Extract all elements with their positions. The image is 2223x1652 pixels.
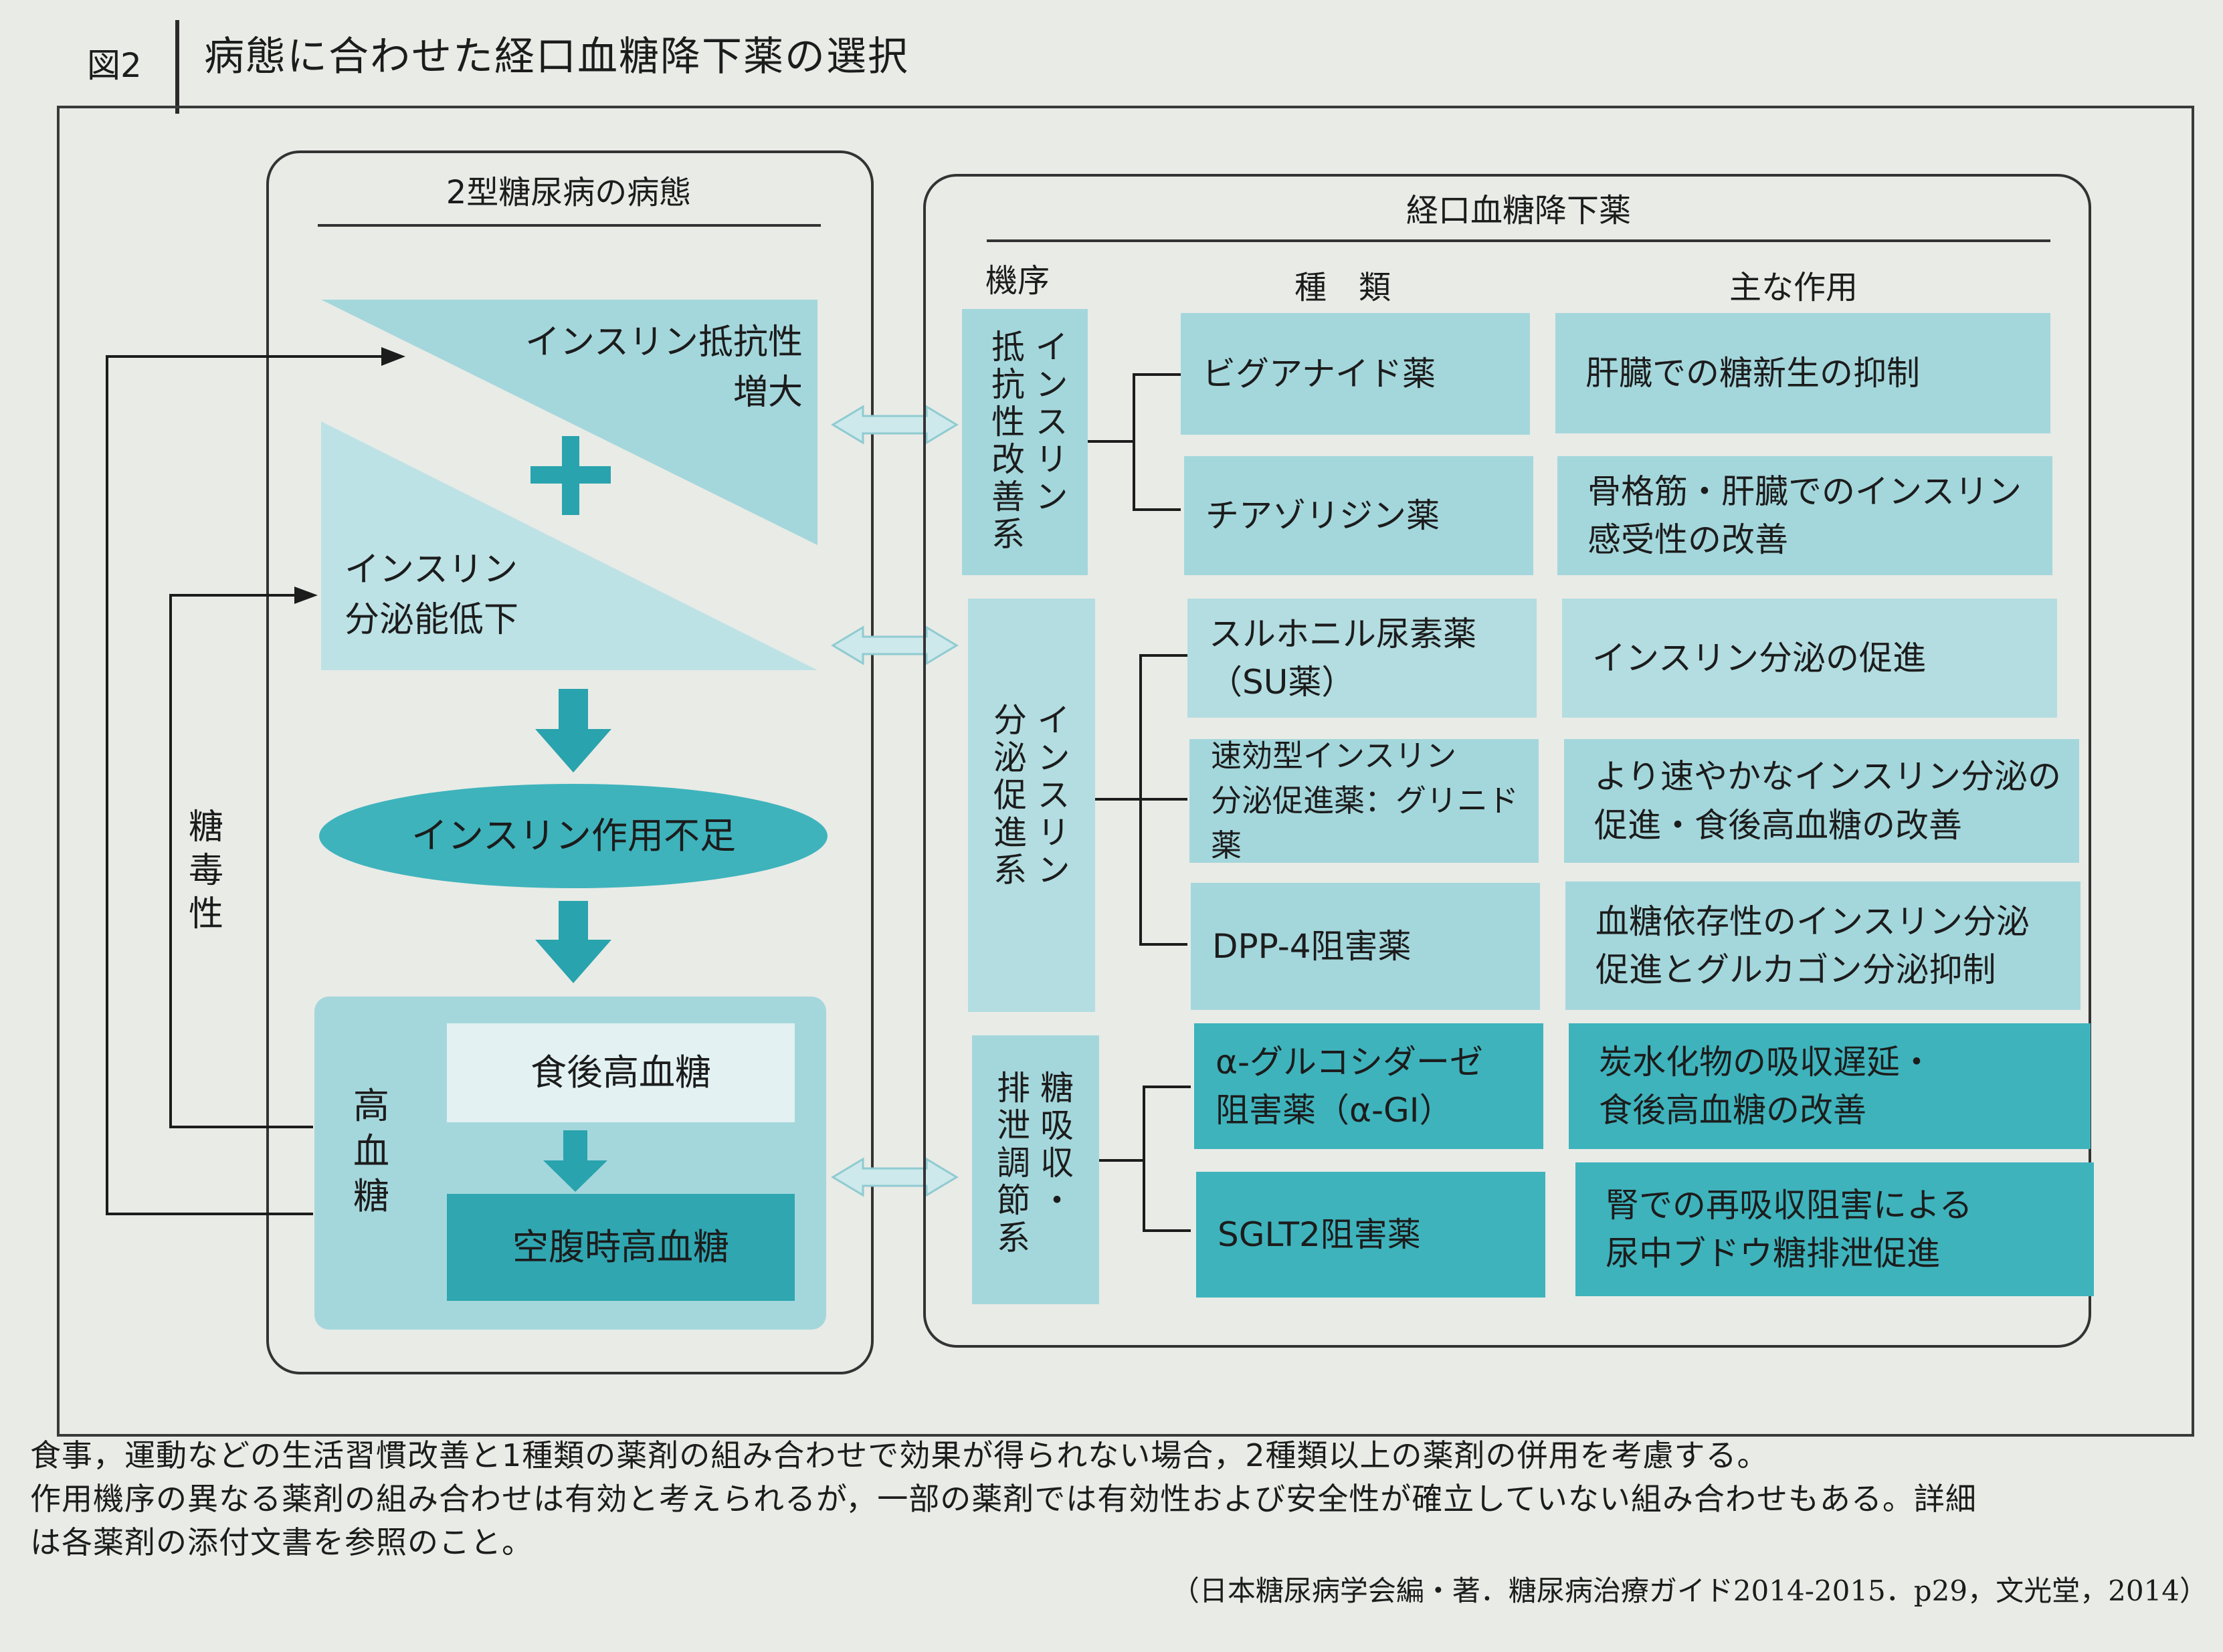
glucotoxicity-arrows <box>106 355 389 1215</box>
down-arrow-icon <box>535 901 611 983</box>
insulin-insufficiency-ellipse <box>319 784 828 888</box>
secretion-triangle <box>321 421 817 670</box>
action-sulfonylurea: インスリン分泌の促進 <box>1562 599 2057 718</box>
double-arrow-icon <box>831 1157 959 1197</box>
double-arrow-icon <box>831 625 959 665</box>
postprandial-hyperglycemia-box: 食後高血糖 <box>447 1023 795 1122</box>
drug-sglt2: SGLT2阻害薬 <box>1196 1172 1545 1298</box>
drug-biguanide: ビグアナイド薬 <box>1181 313 1530 435</box>
drug-sulfonylurea: スルホニル尿素薬 （SU薬） <box>1187 599 1537 718</box>
pathology-panel <box>266 150 874 1374</box>
fasting-hyperglycemia-box: 空腹時高血糖 <box>447 1194 795 1301</box>
action-biguanide: 肝臓での糖新生の抑制 <box>1555 313 2050 433</box>
action-dpp4: 血糖依存性のインスリン分泌 促進とグルカゴン分泌抑制 <box>1565 882 2081 1010</box>
drug-dpp4: DPP-4阻害薬 <box>1191 883 1540 1010</box>
insulin-insufficiency-label: インスリン作用不足 <box>411 814 736 857</box>
arrowhead-icon <box>294 587 318 604</box>
insulin-resistance-label: インスリン抵抗性 増大 <box>525 322 803 413</box>
insulin-secretion-label: インスリン 分泌能低下 <box>345 549 519 640</box>
pathology-title-rule <box>318 224 821 227</box>
mechanism-box-absorption <box>972 1035 1099 1304</box>
pathology-panel-title: 2型糖尿病の病態 <box>446 174 692 211</box>
mechanism-label-secretion: インスリン 分泌促進系 <box>988 702 1070 890</box>
mechanism-box-resistance <box>962 309 1088 575</box>
drug-panel <box>923 174 2091 1348</box>
header-mechanism: 機序 <box>985 262 1050 300</box>
drug-alpha-gi: α-グルコシダーゼ 阻害薬（α-GI） <box>1194 1023 1543 1149</box>
resistance-triangle <box>321 300 817 545</box>
double-arrow-icon <box>831 405 959 445</box>
mechanism-label-resistance: インスリン 抵抗性改善系 <box>986 329 1068 554</box>
mechanism-box-secretion <box>968 599 1095 1012</box>
drug-glinide: 速効型インスリン 分泌促進薬：グリニド薬 <box>1189 738 1539 863</box>
plus-icon <box>530 436 611 515</box>
arrowhead-icon <box>381 347 405 366</box>
citation: （日本糖尿病学会編・著．糖尿病治療ガイド2014-2015．p29，文光堂，20… <box>1171 1574 2208 1607</box>
mechanism-label-absorption: 糖吸収・ 排泄調節系 <box>991 1070 1074 1257</box>
figure-title: 病態に合わせた経口血糖降下薬の選択 <box>204 33 909 80</box>
drug-panel-title: 経口血糖降下薬 <box>1406 192 1631 229</box>
action-thiazolidine: 骨格筋・肝臓でのインスリン 感受性の改善 <box>1557 456 2052 575</box>
header-type: 種 類 <box>1294 269 1391 306</box>
footnote-line-3: は各薬剤の添付文書を参照のこと。 <box>30 1524 533 1560</box>
footnote-line-1: 食事，運動などの生活習慣改善と1種類の薬剤の組み合わせで効果が得られない場合，2… <box>30 1437 1769 1473</box>
header-action: 主な作用 <box>1729 269 1858 306</box>
down-arrow-icon <box>543 1130 607 1192</box>
drug-title-rule <box>987 239 2050 242</box>
footnote-line-2: 作用機序の異なる薬剤の組み合わせは有効と考えられるが，一部の薬剤では有効性および… <box>30 1481 1977 1517</box>
action-glinide: より速やかなインスリン分泌の 促進・食後高血糖の改善 <box>1564 739 2079 863</box>
figure-label-divider <box>175 20 179 114</box>
hyperglycemia-label: 高 血 糖 <box>353 1085 389 1217</box>
drug-thiazolidine: チアゾリジン薬 <box>1184 456 1533 575</box>
figure-label: 図2 <box>87 46 142 85</box>
down-arrow-icon <box>535 689 611 772</box>
figure-frame <box>57 106 2194 1437</box>
action-alpha-gi: 炭水化物の吸収遅延・ 食後高血糖の改善 <box>1569 1023 2091 1149</box>
glucotoxicity-label: 糖 毒 性 <box>179 806 233 936</box>
action-sglt2: 腎での再吸収阻害による 尿中ブドウ糖排泄促進 <box>1575 1162 2094 1296</box>
